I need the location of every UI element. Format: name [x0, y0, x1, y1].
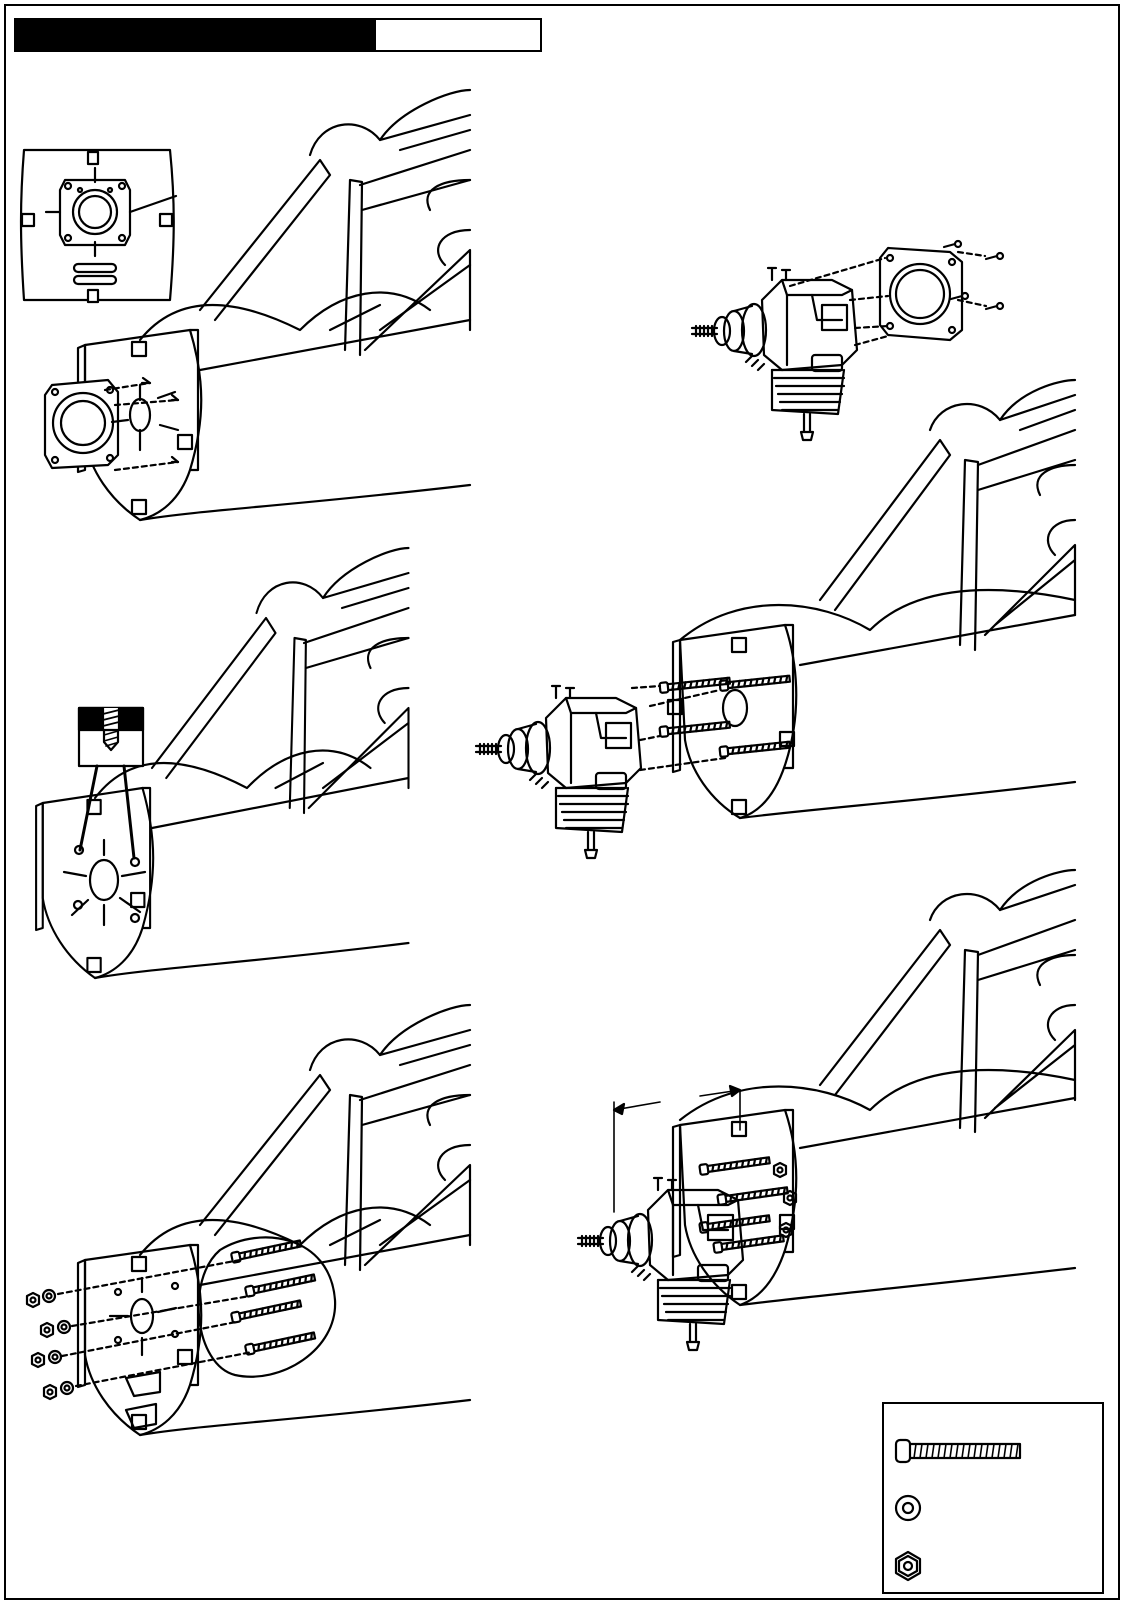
washer-icon	[896, 1496, 920, 1520]
hardware-legend	[882, 1402, 1104, 1594]
step-3-illustration	[36, 548, 408, 978]
firewall-template-card	[21, 150, 174, 300]
step-5-illustration	[27, 1005, 470, 1435]
hex-nut-icon	[896, 1552, 920, 1580]
step-4-illustration	[476, 380, 1075, 858]
step-6-illustration	[578, 870, 1075, 1350]
screw-icon	[896, 1440, 1020, 1462]
step-1-illustration	[21, 90, 470, 520]
step-2-illustration	[692, 241, 1003, 440]
